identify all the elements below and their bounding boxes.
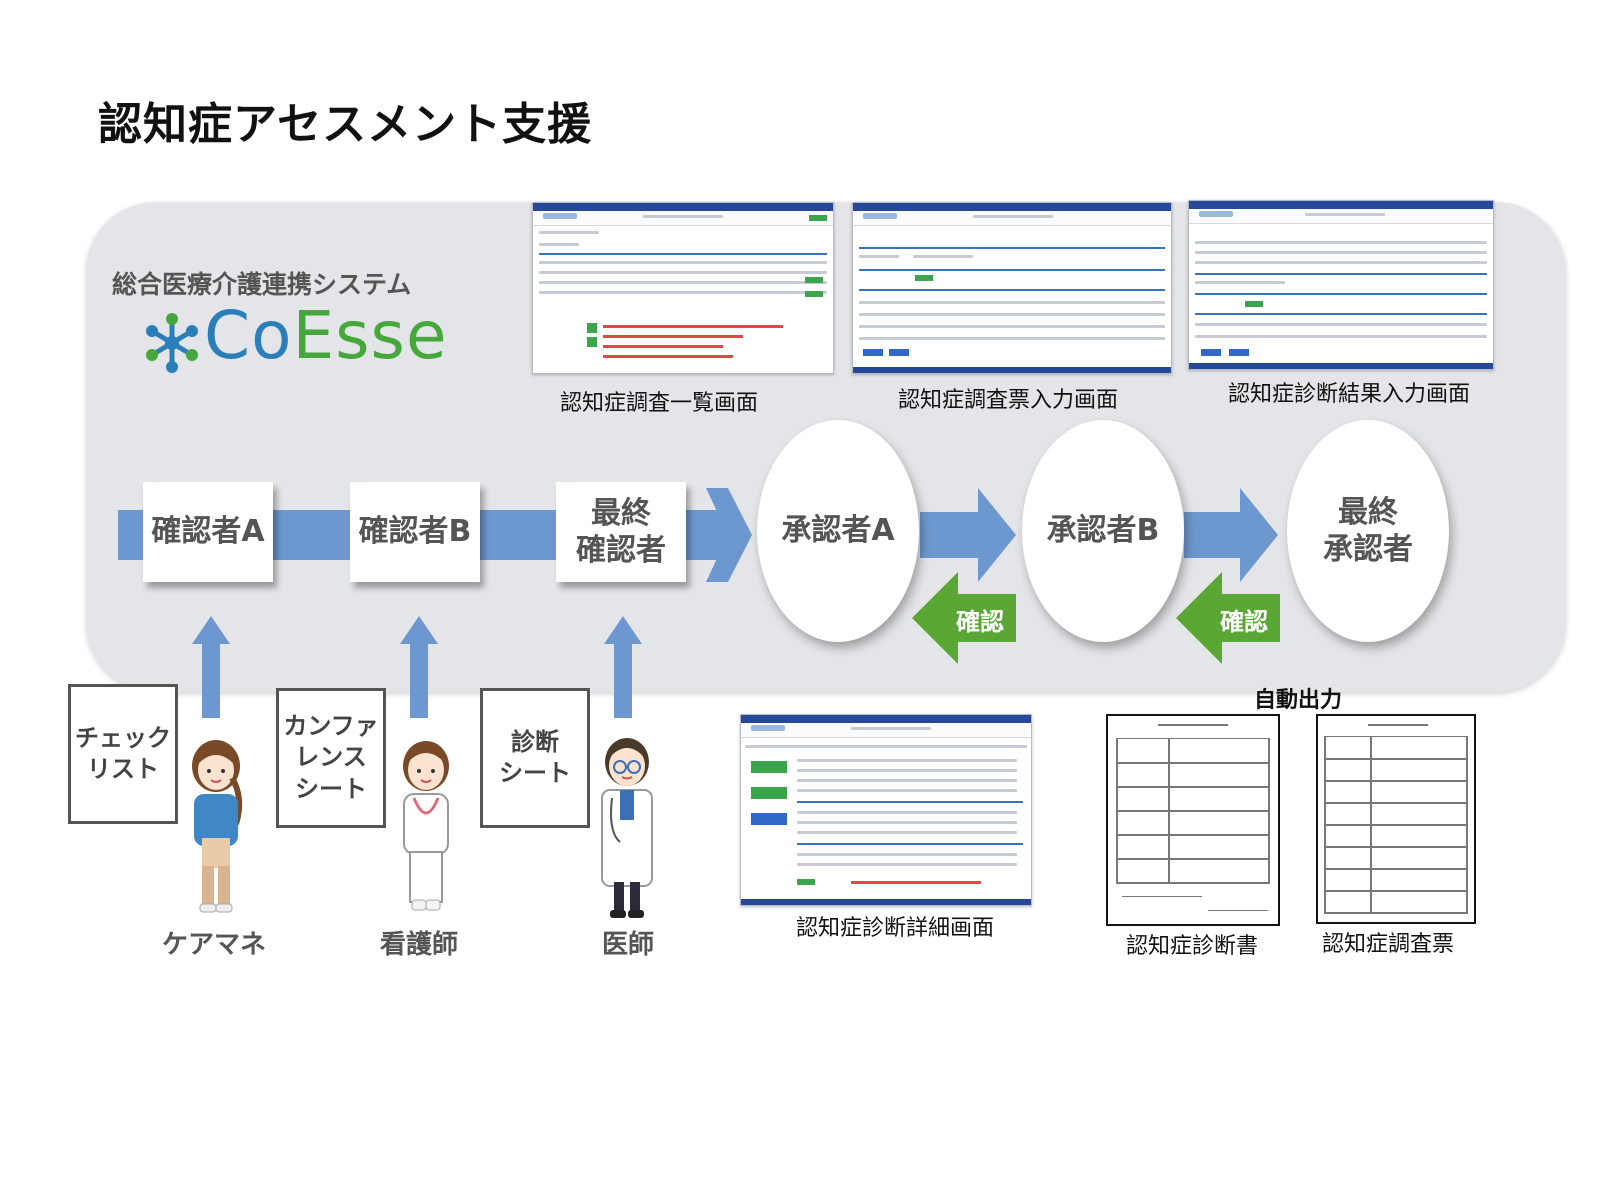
nurse-icon [403,741,449,911]
coesse-logo-icon [146,313,198,373]
up-arrow-1-head [192,616,230,644]
paper-diagnosis-certificate [1106,714,1280,926]
up-arrow-2-head [400,616,438,644]
confirm-arrow-1-shape [912,572,1016,664]
checker-a-box: 確認者A [143,482,273,582]
role-doctor: 医師 [602,930,655,960]
role-nurse: 看護師 [380,930,459,960]
checker-b-box: 確認者B [350,482,480,582]
screenshot-survey-input [852,202,1172,374]
caption-list-screen: 認知症調査一覧画面 [560,391,759,416]
caption-survey-form: 認知症調査票 [1322,932,1455,957]
paper-survey-form [1316,714,1476,924]
screenshot-list [532,202,834,374]
screenshot-diagnosis-detail [740,714,1032,906]
logo-text-co: Co [204,297,293,374]
checker-a-label: 確認者A [151,514,265,550]
coesse-logo: CoEsse [140,297,500,385]
final-checker-line2: 確認者 [576,533,666,568]
final-approver-line1: 最終 [1338,494,1398,530]
doc-checklist-line1: チェック [75,723,171,752]
final-approver-oval: 最終 承認者 [1287,420,1449,642]
approver-b-label: 承認者B [1046,513,1160,549]
arrow-a-to-b [920,488,1016,582]
caption-diagnosis-detail-screen: 認知症診断詳細画面 [796,916,995,941]
arrow-b-to-final [1184,488,1278,582]
up-arrow-2-stem [410,640,428,718]
doc-conference-line1: カンファ [283,712,379,741]
caption-diagnosis-certificate: 認知症診断書 [1126,934,1259,959]
up-arrow-3-stem [614,640,632,718]
system-name: 総合医療介護連携システム [112,270,412,299]
final-approver-line2: 承認者 [1323,532,1413,567]
approver-a-oval: 承認者A [757,420,919,642]
doc-conference-sheet: カンファ レンス シート [276,688,386,828]
page-title: 認知症アセスメント支援 [98,99,593,150]
approver-a-label: 承認者A [781,513,895,549]
caption-survey-input-screen: 認知症調査票入力画面 [898,388,1119,413]
doc-checklist: チェック リスト [68,684,178,824]
approver-b-oval: 承認者B [1022,420,1184,642]
doc-diagnosis-sheet: 診断 シート [480,688,590,828]
confirm-arrow-2-shape [1176,572,1280,664]
logo-text: CoEsse [204,297,448,374]
final-checker-box: 最終 確認者 [556,482,686,582]
doc-checklist-line2: リスト [87,755,159,783]
doc-diagnosis-line1: 診断 [511,727,559,756]
caption-diagnosis-input-screen: 認知症診断結果入力画面 [1228,382,1471,407]
care-manager-icon [192,740,243,913]
confirm-label-1: 確認 [956,608,1004,636]
up-arrow-1-stem [202,640,220,718]
logo-text-esse: Esse [292,297,448,374]
checker-b-label: 確認者B [358,514,472,550]
auto-output-label: 自動出力 [1254,688,1343,713]
doc-diagnosis-line2: シート [499,759,571,787]
doctor-icon [601,738,653,918]
arrow-to-approver-a [706,488,752,582]
final-checker-line1: 最終 [591,495,651,531]
screenshot-diagnosis-input [1188,200,1494,370]
doc-conference-line3: シート [295,774,367,803]
role-care-manager: ケアマネ [162,930,267,960]
doc-conference-line2: レンス [295,743,367,772]
up-arrow-3-head [604,616,642,644]
confirm-label-2: 確認 [1220,608,1268,636]
